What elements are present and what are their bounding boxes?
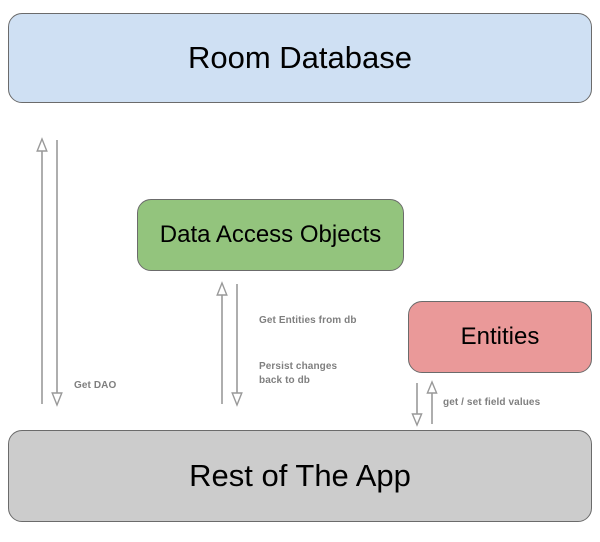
connector-get-dao-down	[51, 140, 63, 407]
connector-get-entities-up	[216, 281, 228, 404]
edge-label-get-dao: Get DAO	[74, 380, 117, 391]
edge-label-persist-changes-back-to-db: Persist changes back to db	[259, 361, 338, 386]
connector-getset-down	[411, 383, 423, 427]
connector-get-dao-up	[36, 137, 48, 404]
node-rest-of-the-app[interactable]: Rest of The App	[8, 430, 592, 522]
node-room-database[interactable]: Room Database	[8, 13, 592, 103]
node-entities-label: Entities	[460, 323, 540, 351]
node-room-database-label: Room Database	[187, 40, 412, 76]
node-data-access-objects[interactable]: Data Access Objects	[137, 199, 404, 271]
node-rest-of-the-app-label: Rest of The App	[189, 458, 411, 494]
connector-getset-up	[426, 380, 438, 424]
edge-label-get-entities-from-db: Get Entities from db	[259, 315, 357, 326]
node-entities[interactable]: Entities	[408, 301, 592, 373]
node-data-access-objects-label: Data Access Objects	[159, 221, 382, 249]
connector-persist-changes-down	[231, 284, 243, 407]
edge-label-get-set-field-values: get / set field values	[443, 397, 541, 408]
